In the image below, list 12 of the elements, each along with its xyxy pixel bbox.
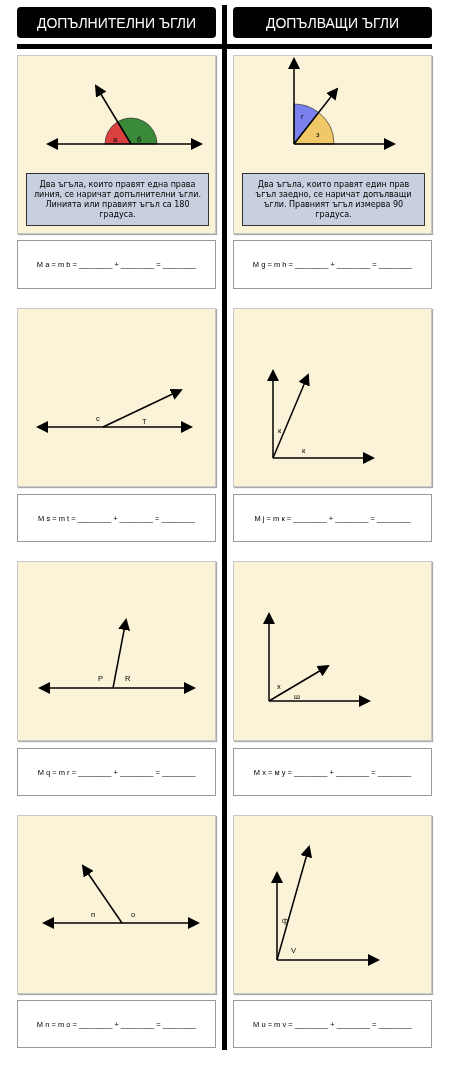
drawing-panel (17, 308, 216, 487)
drawing-panel (17, 55, 216, 234)
column-header: ДОПЪЛВАЩИ ЪГЛИ (233, 7, 432, 38)
drawing-panel (17, 815, 216, 994)
drawing-panel (233, 561, 432, 741)
column-header: ДОПЪЛНИТЕЛНИ ЪГЛИ (17, 7, 216, 38)
drawing-panel (233, 55, 432, 234)
drawing-panel (17, 561, 216, 741)
description-box: Два ъгъла, които правят една права линия, се наричат допълнителни ъгли. Линията или правият ъгъл са 180 градуса. (26, 173, 209, 226)
description-box: Два ъгъла, които правят един прав ъгъл заедно, се наричат допълващи ъгли. Правният ъгъл измерва 90 градуса. (242, 173, 425, 226)
drawing-panel (233, 308, 432, 487)
drawing-panel (233, 815, 432, 994)
